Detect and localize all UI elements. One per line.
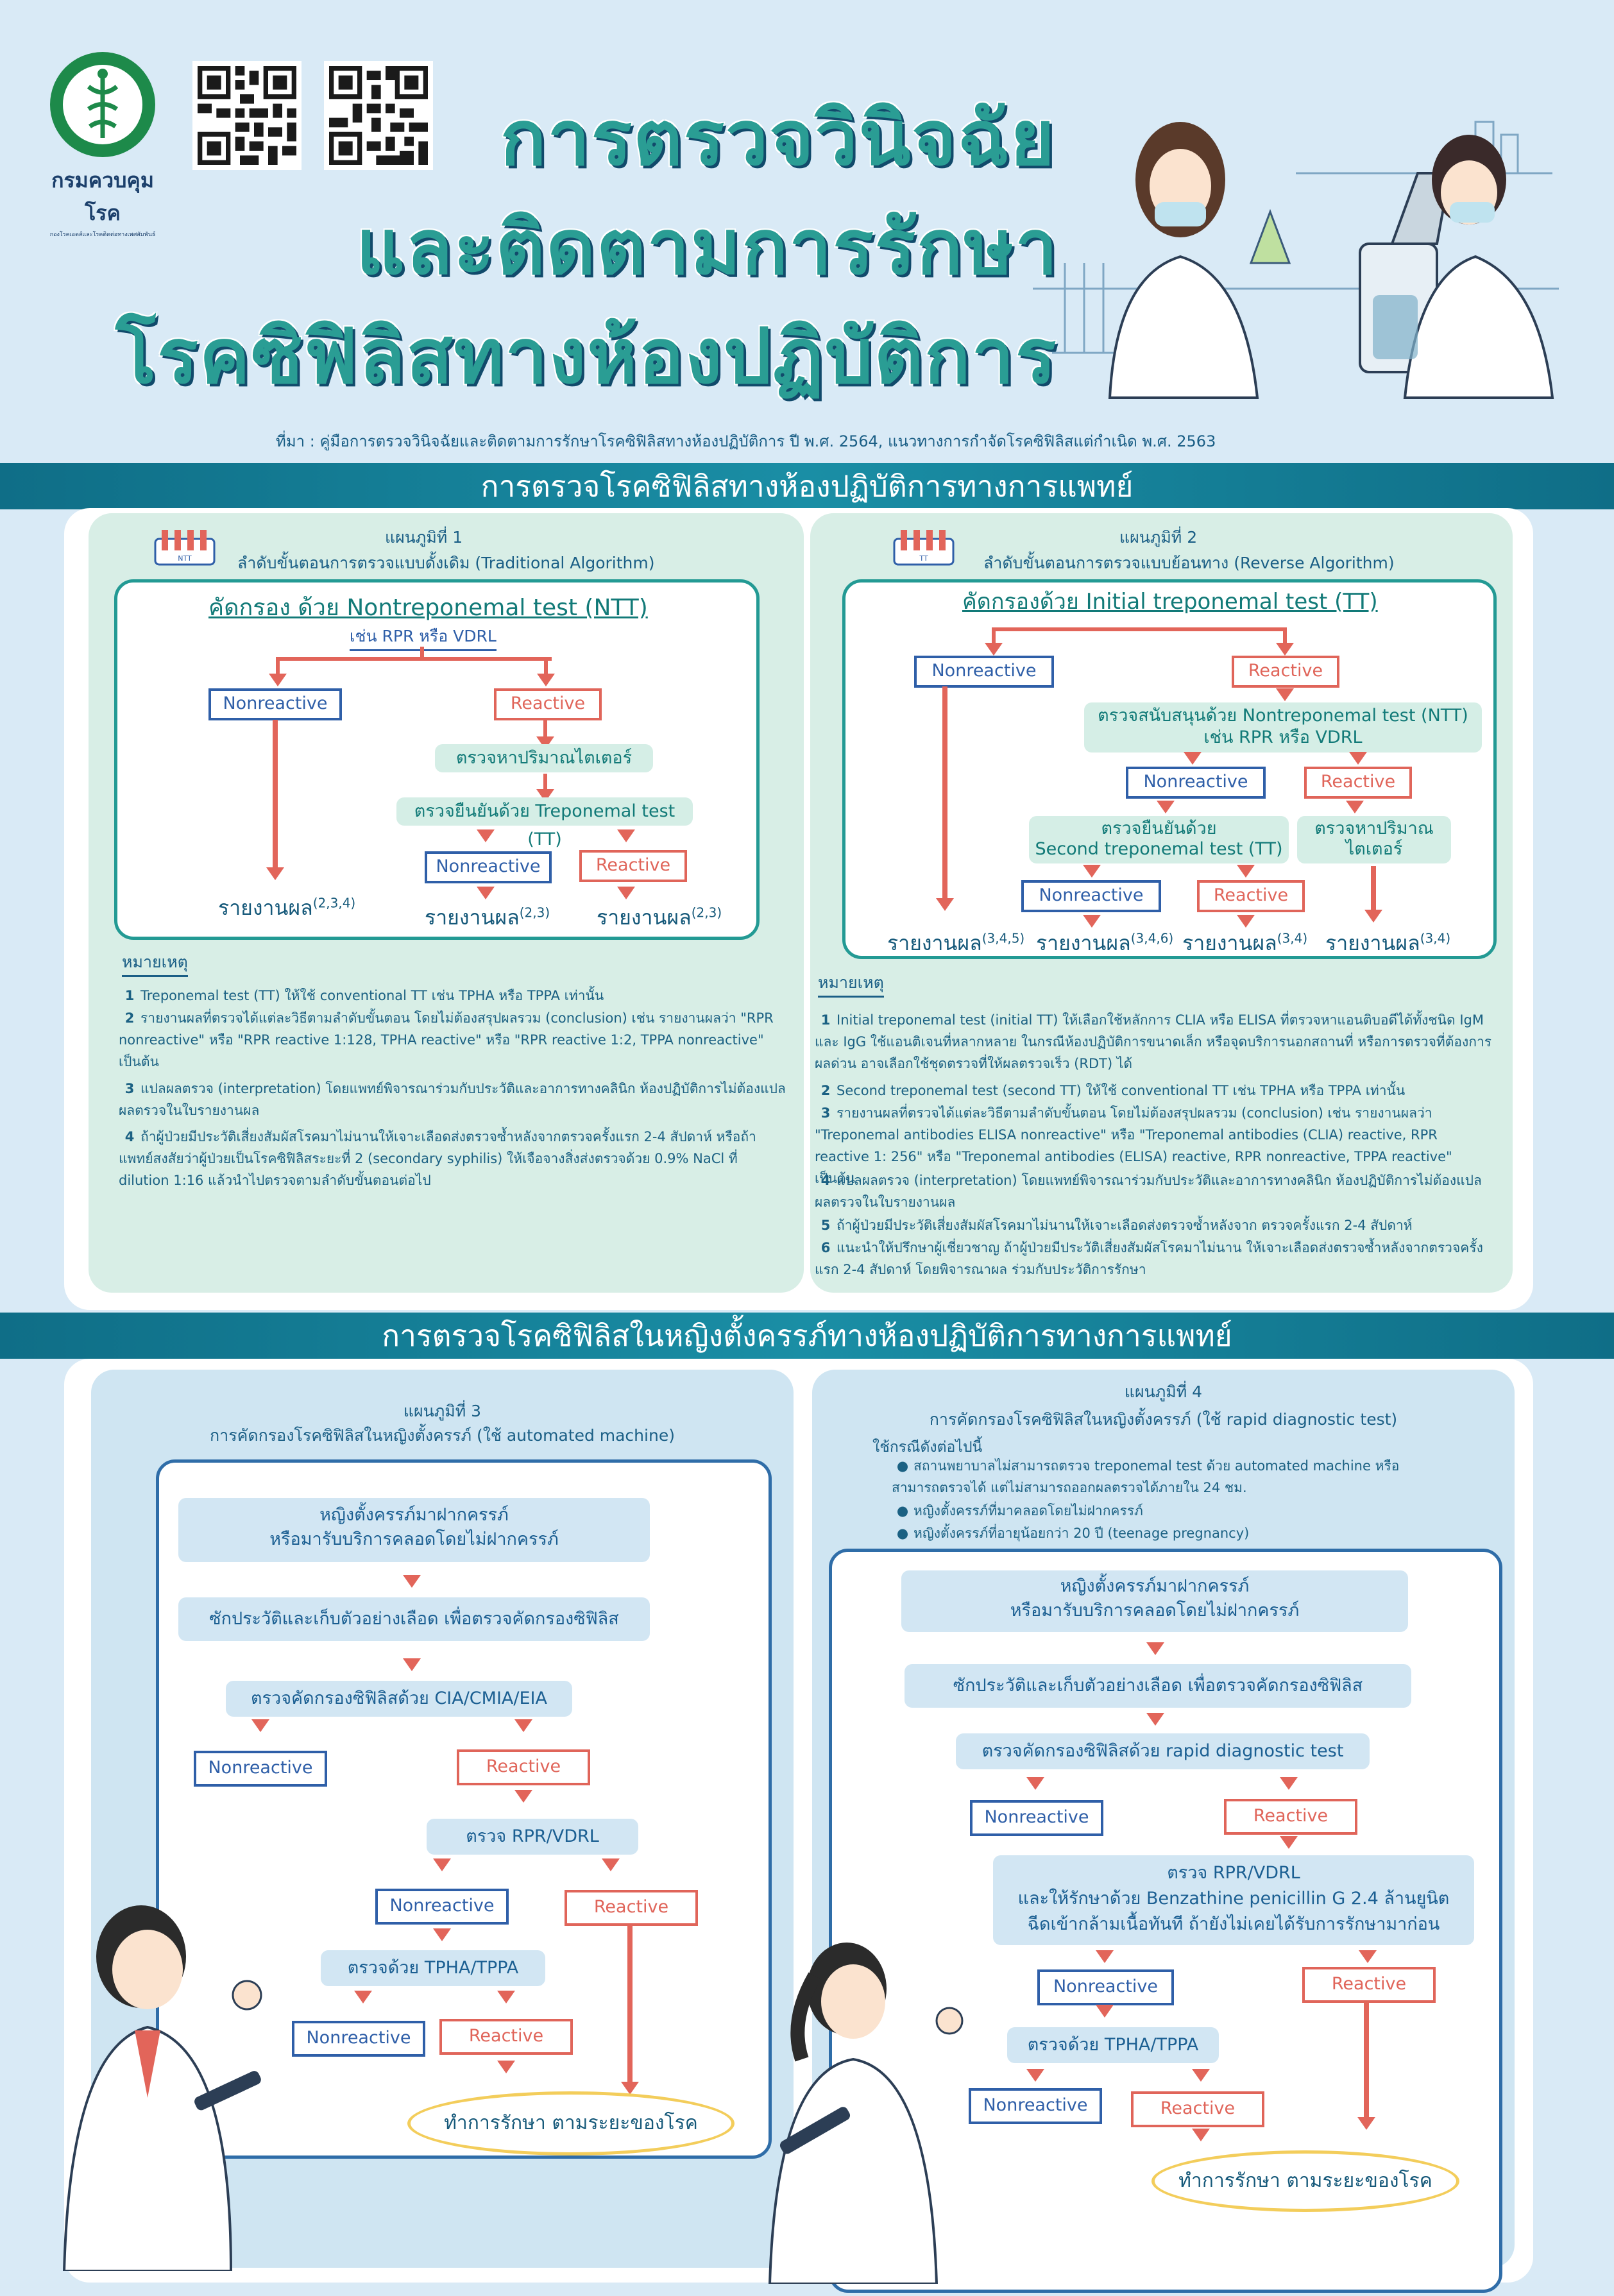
chart3-reactive-1: Reactive — [457, 1749, 590, 1785]
chart2-box-title: คัดกรองด้วย Initial treponemal test (TT) — [962, 589, 1378, 615]
chart1-report-3: รายงานผล(2,3) — [597, 905, 722, 930]
chart3-step1: หญิงตั้งครรภ์มาฝากครรภ์หรือมารับบริการคล… — [178, 1498, 650, 1562]
chart2-nonreactive: Nonreactive — [914, 656, 1054, 688]
chart2-nonreactive-3: Nonreactive — [1021, 880, 1161, 912]
chart1-nonreactive-2: Nonreactive — [425, 851, 552, 883]
chart2-reactive-2: Reactive — [1304, 767, 1412, 799]
qr-code-1[interactable] — [192, 61, 302, 170]
section2-title: การตรวจโรคซิฟิลิสในหญิงตั้งครรภ์ทางห้องป… — [0, 1313, 1614, 1359]
chart4-cond-1: ●สถานพยาบาลไม่สามารถตรวจ treponemal test… — [892, 1458, 1400, 1495]
chart3-nonreactive-3: Nonreactive — [292, 2021, 425, 2057]
chart3-step5: ตรวจด้วย TPHA/TPPA — [321, 1950, 545, 1986]
chart4-nonreactive-3: Nonreactive — [969, 2088, 1102, 2124]
chart4-cond-2: ●หญิงตั้งครรภ์ที่มาคลอดโดยไม่ฝากครรภ์ — [896, 1503, 1143, 1518]
chart1-notes-title: หมายเหตุ — [122, 949, 188, 977]
logo-text: กรมควบคุมโรค — [51, 168, 154, 225]
chart2-report-1: รายงานผล(3,4,5) — [887, 930, 1025, 955]
chart2-report-3: รายงานผล(3,4) — [1182, 930, 1308, 955]
chart2-reactive: Reactive — [1232, 656, 1339, 688]
qr-code-icon — [198, 66, 296, 165]
title-line-3: โรคซิฟิลิสทางห้องปฏิบัติการ — [115, 312, 1058, 400]
chart2-nonreactive-2: Nonreactive — [1126, 767, 1266, 799]
chart1-reactive: Reactive — [494, 688, 602, 720]
test-tube-icon: NTT — [154, 530, 216, 566]
icon-label: NTT — [178, 554, 192, 563]
chart4-step3: ตรวจคัดกรองซิฟิลิสด้วย rapid diagnostic … — [956, 1733, 1370, 1769]
chart2-report-2: รายงานผล(3,4,6) — [1036, 930, 1174, 955]
icon-label: TT — [919, 554, 928, 563]
chart4-nonreactive-2: Nonreactive — [1037, 1969, 1174, 2005]
title-line-2: และติดตามการรักษา — [356, 203, 1059, 291]
chart2-step-ntt: ตรวจสนับสนุนด้วย Nontreponemal test (NTT… — [1084, 702, 1482, 753]
chart1-report-1: รายงานผล(2,3,4) — [218, 895, 356, 920]
moph-seal-icon — [50, 52, 155, 157]
chart3-nonreactive-2: Nonreactive — [375, 1889, 509, 1925]
chart2-heading: แผนภูมิที่ 2 — [1119, 528, 1198, 547]
chart4-step1: หญิงตั้งครรภ์มาฝากครรภ์หรือมารับบริการคล… — [901, 1570, 1408, 1632]
chart4-treat-oval: ทำการรักษา ตามระยะของโรค — [1151, 2150, 1459, 2212]
logo-subtext: กองโรคเอดส์และโรคติดต่อทางเพศสัมพันธ์ — [49, 232, 156, 238]
chart1-box-title: คัดกรอง ด้วย Nontreponemal test (NTT) — [208, 595, 648, 621]
chart4-heading: แผนภูมิที่ 4 — [1124, 1382, 1203, 1401]
chart3-subtitle: การคัดกรองโรคซิฟิลิสในหญิงตั้งครรภ์ (ใช้… — [210, 1426, 675, 1445]
qr-code-2[interactable] — [324, 61, 433, 170]
chart2-report-4: รายงานผล(3,4) — [1325, 930, 1451, 955]
section1-title: การตรวจโรคซิฟิลิสทางห้องปฏิบัติการทางการ… — [0, 463, 1614, 509]
chart1-subtitle: ลำดับขั้นตอนการตรวจแบบดั้งเดิม (Traditio… — [237, 554, 655, 572]
lab-scientists-illustration — [1033, 121, 1559, 399]
chart3-treat-oval: ทำการรักษา ตามระยะของโรค — [407, 2091, 735, 2156]
doctor-woman-illustration — [768, 1943, 964, 2284]
chart4-reactive-1: Reactive — [1224, 1799, 1357, 1835]
chart3-step2: ซักประวัติและเก็บตัวอย่างเลือด เพื่อตรวจ… — [178, 1597, 650, 1641]
chart4-reactive-3: Reactive — [1131, 2091, 1264, 2127]
qr-code-icon — [329, 66, 428, 165]
chart3-step3: ตรวจคัดกรองซิฟิลิสด้วย CIA/CMIA/EIA — [226, 1681, 572, 1717]
moph-logo: กรมควบคุมโรค กองโรคเอดส์และโรคติดต่อทางเ… — [38, 48, 167, 238]
test-tube-icon-2: TT — [893, 530, 955, 566]
chart1-nonreactive: Nonreactive — [208, 688, 342, 720]
chart4-subtitle: การคัดกรองโรคซิฟิลิสในหญิงตั้งครรภ์ (ใช้… — [929, 1410, 1398, 1429]
chart4-step2: ซักประวัติและเก็บตัวอย่างเลือด เพื่อตรวจ… — [905, 1664, 1411, 1708]
chart2-step-titer: ตรวจหาปริมาณไตเตอร์ — [1297, 816, 1451, 863]
chart3-heading: แผนภูมิที่ 3 — [403, 1402, 482, 1420]
chart1-step-titer: ตรวจหาปริมาณไตเตอร์ — [435, 744, 653, 772]
chart4-cond-title: ใช้กรณีดังต่อไปนี้ — [872, 1439, 983, 1456]
chart4-cond-3: ●หญิงตั้งครรภ์ที่อายุน้อยกว่า 20 ปี (tee… — [896, 1526, 1250, 1541]
chart2-reactive-3: Reactive — [1197, 880, 1305, 912]
chart4-step5: ตรวจด้วย TPHA/TPPA — [1007, 2027, 1219, 2063]
chart1-step-confirm: ตรวจยืนยันด้วย Treponemal test (TT) — [396, 797, 693, 849]
doctor-man-illustration — [62, 1905, 262, 2271]
chart4-nonreactive-1: Nonreactive — [970, 1800, 1103, 1836]
chart1-heading: แผนภูมิที่ 1 — [385, 528, 463, 547]
chart3-step4: ตรวจ RPR/VDRL — [427, 1819, 638, 1855]
chart2-notes-title: หมายเหตุ — [818, 970, 884, 998]
chart3-reactive-3: Reactive — [439, 2019, 573, 2055]
chart1-reactive-2: Reactive — [579, 850, 687, 882]
chart4-reactive-2: Reactive — [1302, 1967, 1436, 2003]
chart1-report-2: รายงานผล(2,3) — [425, 905, 550, 930]
title-line-1: การตรวจวินิจฉัย — [500, 94, 1057, 182]
source-citation: ที่มา : คู่มือการตรวจวินิจฉัยและติดตามกา… — [276, 432, 1216, 450]
chart3-reactive-2: Reactive — [565, 1890, 698, 1926]
chart3-nonreactive-1: Nonreactive — [194, 1751, 327, 1787]
chart2-subtitle: ลำดับขั้นตอนการตรวจแบบย้อนทาง (Reverse A… — [983, 554, 1395, 572]
chart1-box-sub: เช่น RPR หรือ VDRL — [350, 624, 497, 651]
